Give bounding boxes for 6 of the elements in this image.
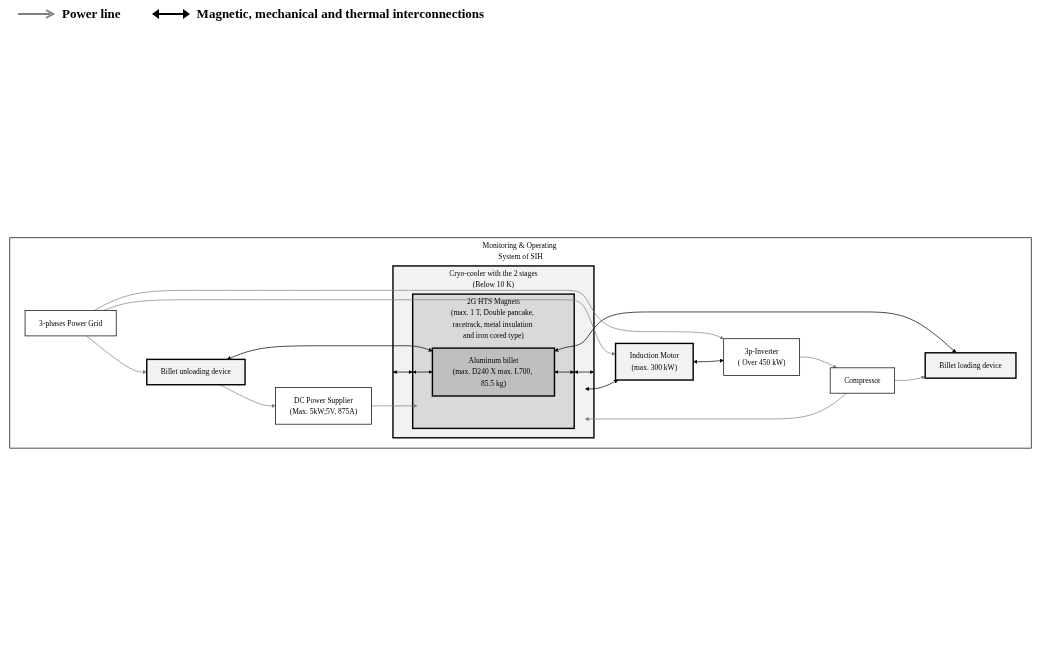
double-arrow bbox=[392, 370, 414, 374]
double-arrow bbox=[573, 370, 595, 374]
legend-text: Magnetic, mechanical and thermal interconnections bbox=[196, 6, 485, 22]
double-arrow bbox=[412, 370, 433, 374]
double-arrow bbox=[554, 370, 575, 374]
legend-text: Power line bbox=[62, 6, 121, 22]
